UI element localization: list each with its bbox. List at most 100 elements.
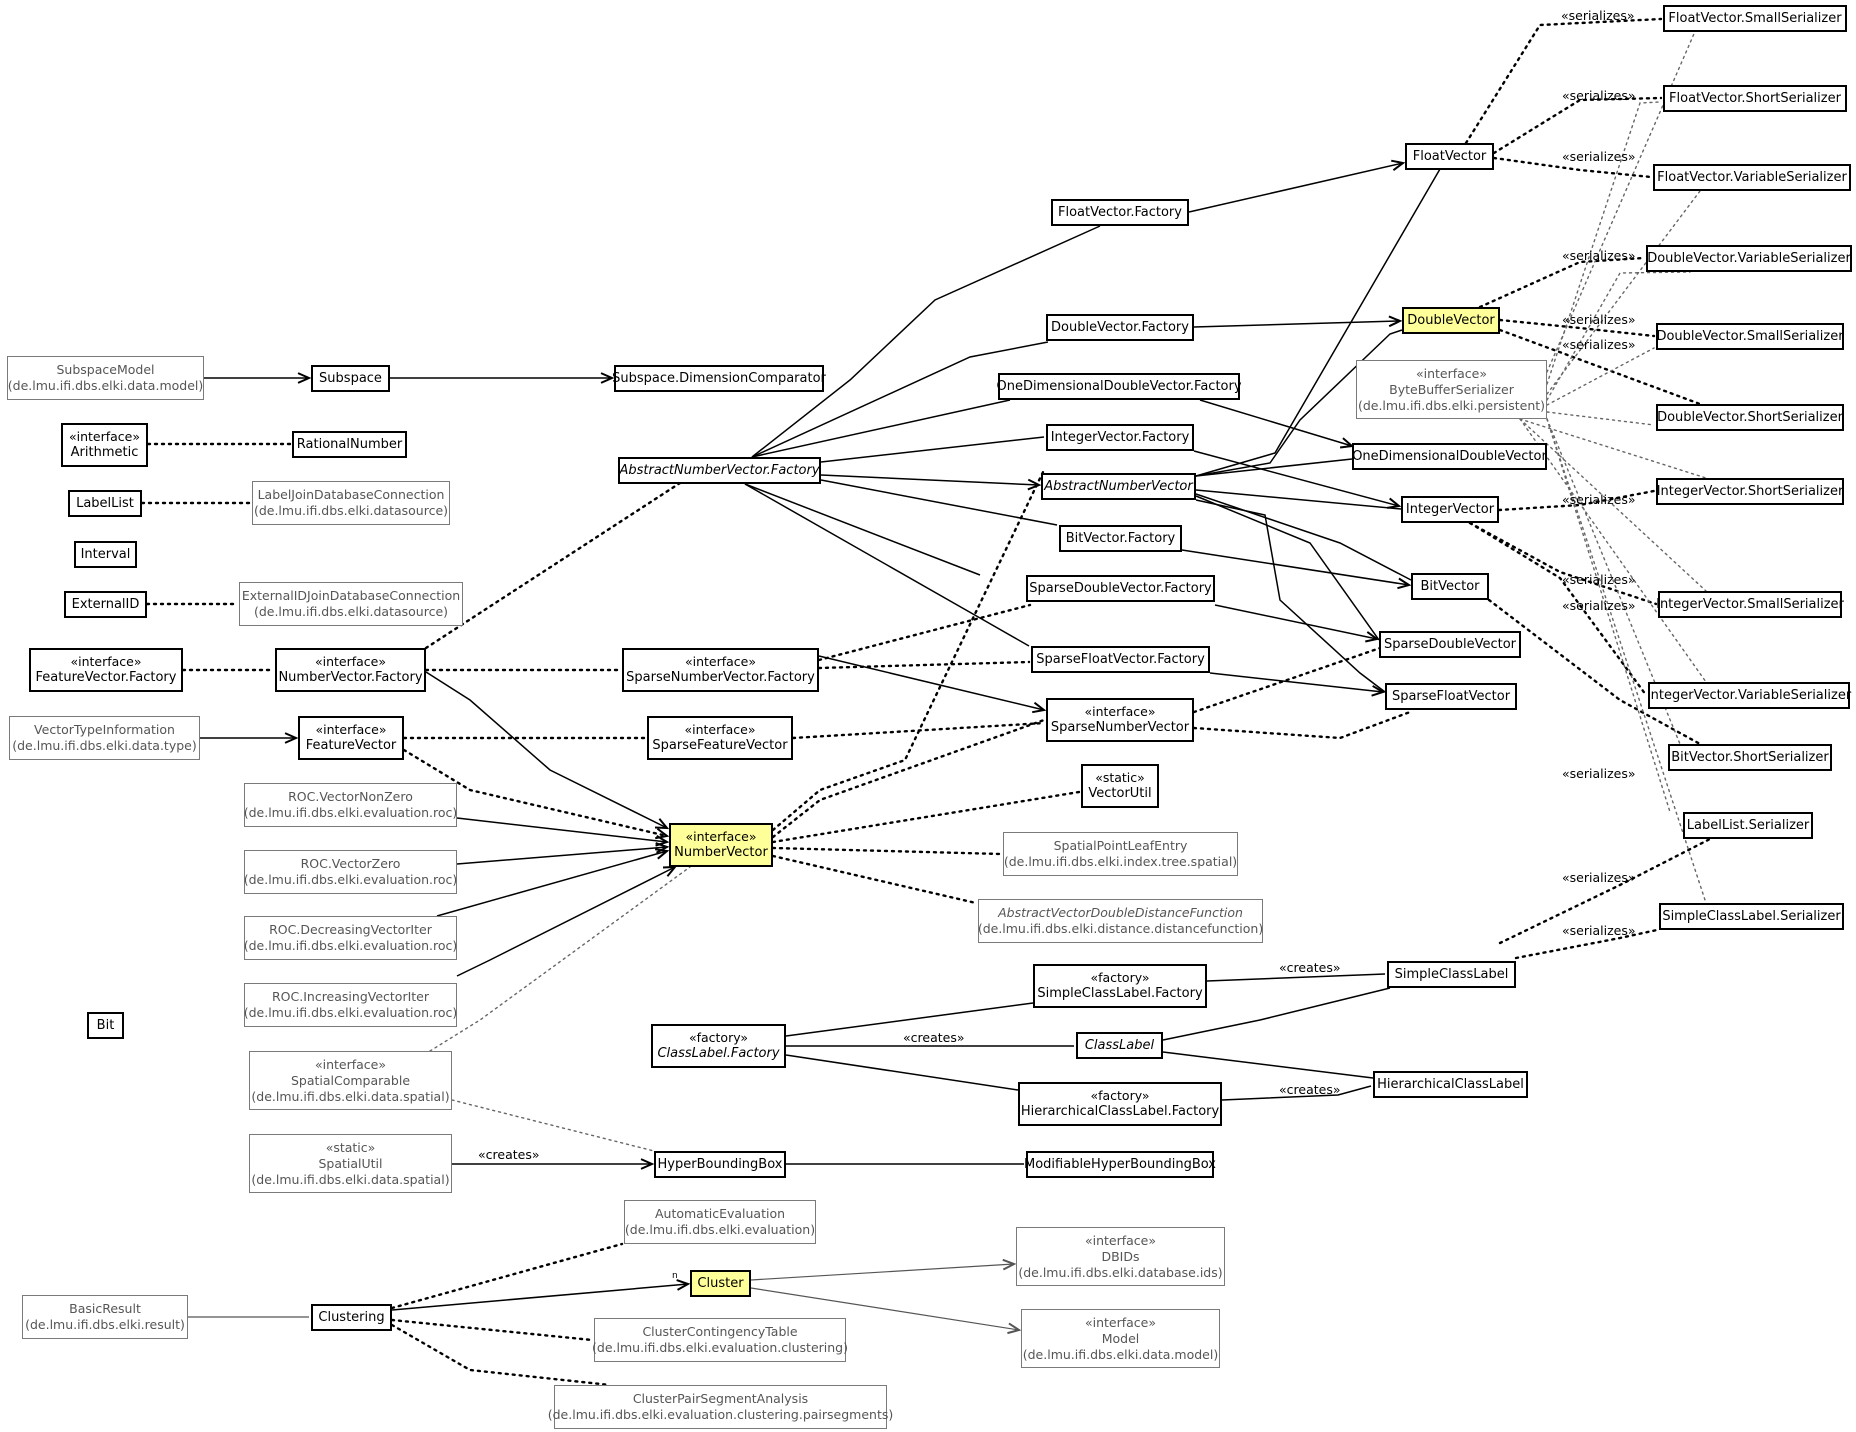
class-node-rocincreasing-vector-iter[interactable]: ROC.IncreasingVectorIter(de.lmu.ifi.dbs.… <box>244 983 457 1027</box>
edge-arrowhead <box>1391 159 1406 172</box>
edge <box>424 468 702 650</box>
class-node-label: DoubleVector.ShortSerializer <box>1657 409 1843 425</box>
class-node-label: «interface» <box>1415 365 1488 381</box>
class-node-hyper-bounding-box[interactable]: HyperBoundingBox <box>654 1151 786 1178</box>
class-node-spatial-point-leaf-entry[interactable]: SpatialPointLeafEntry(de.lmu.ifi.dbs.elk… <box>1003 832 1238 876</box>
class-node-feature-vector[interactable]: «interface»FeatureVector <box>298 716 404 760</box>
class-node-rocdecreasing-vector-iter[interactable]: ROC.DecreasingVectorIter(de.lmu.ifi.dbs.… <box>244 916 457 960</box>
class-node-sparse-double-vector-factory[interactable]: SparseDoubleVector.Factory <box>1026 575 1215 602</box>
edge <box>820 436 1045 463</box>
class-node-fvvar-ser[interactable]: FloatVector.VariableSerializer <box>1653 164 1851 191</box>
class-node-model[interactable]: «interface»Model(de.lmu.ifi.dbs.elki.dat… <box>1021 1309 1220 1368</box>
class-node-label: Clustering <box>318 1309 385 1325</box>
class-node-bit-vector-factory[interactable]: BitVector.Factory <box>1059 525 1182 552</box>
class-node-label: IntegerVector.ShortSerializer <box>1656 483 1844 499</box>
class-node-external-id[interactable]: ExternalID <box>64 591 147 618</box>
class-node-one-dim-double-vector[interactable]: OneDimensionalDoubleVector <box>1352 443 1547 470</box>
class-node-bit-vector[interactable]: BitVector <box>1411 573 1489 600</box>
class-node-float-vector-factory[interactable]: FloatVector.Factory <box>1051 199 1189 226</box>
class-node-automatic-evaluation[interactable]: AutomaticEvaluation(de.lmu.ifi.dbs.elki.… <box>624 1200 816 1244</box>
class-node-class-label[interactable]: ClassLabel <box>1076 1032 1163 1059</box>
class-node-label: «interface» <box>70 654 142 669</box>
class-node-float-vector[interactable]: FloatVector <box>1405 143 1494 170</box>
class-node-arithmetic[interactable]: «interface»Arithmetic <box>61 423 148 467</box>
class-node-basic-result[interactable]: BasicResult(de.lmu.ifi.dbs.elki.result) <box>22 1295 188 1339</box>
class-node-rocvector-zero[interactable]: ROC.VectorZero(de.lmu.ifi.dbs.elki.evalu… <box>244 850 457 894</box>
class-node-sparse-number-vector[interactable]: «interface»SparseNumberVector <box>1046 698 1194 742</box>
class-node-label: (de.lmu.ifi.dbs.elki.persistent) <box>1357 397 1546 413</box>
class-node-bit[interactable]: Bit <box>87 1012 124 1039</box>
class-node-ivvar-ser[interactable]: IntegerVector.VariableSerializer <box>1647 682 1851 709</box>
class-node-rocvector-non-zero[interactable]: ROC.VectorNonZero(de.lmu.ifi.dbs.elki.ev… <box>244 783 457 827</box>
class-node-one-dim-double-vector-factory[interactable]: OneDimensionalDoubleVector.Factory <box>996 373 1242 400</box>
edge <box>390 1318 594 1342</box>
class-node-label: «static» <box>1095 770 1145 785</box>
class-node-clustering[interactable]: Clustering <box>311 1304 392 1331</box>
class-node-subspace-dim-comp[interactable]: Subspace.DimensionComparator <box>612 365 826 392</box>
class-node-hierarchical-class-label-factory[interactable]: «factory»HierarchicalClassLabel.Factory <box>1018 1082 1222 1126</box>
class-node-label: (de.lmu.ifi.dbs.elki.evaluation.clusteri… <box>592 1340 848 1355</box>
class-node-abstract-number-vector-factory[interactable]: AbstractNumberVector.Factory <box>618 457 821 484</box>
class-node-sparse-feature-vector[interactable]: «interface»SparseFeatureVector <box>647 716 793 760</box>
class-node-number-vector[interactable]: «interface»NumberVector <box>669 823 773 867</box>
class-node-label: OneDimensionalDoubleVector.Factory <box>996 378 1242 394</box>
class-node-integer-vector-factory[interactable]: IntegerVector.Factory <box>1046 424 1194 451</box>
class-node-cluster[interactable]: Cluster <box>690 1270 751 1297</box>
class-node-number-vector-factory[interactable]: «interface»NumberVector.Factory <box>275 648 426 692</box>
class-node-label: HyperBoundingBox <box>657 1156 783 1172</box>
class-node-bvshort-ser[interactable]: BitVector.ShortSerializer <box>1668 744 1832 771</box>
class-node-dvvar-ser[interactable]: DoubleVector.VariableSerializer <box>1646 245 1852 272</box>
class-node-label: (de.lmu.ifi.dbs.elki.evaluation) <box>624 1222 816 1237</box>
edge <box>785 1054 1019 1091</box>
edge <box>1519 418 1707 592</box>
edge <box>785 1002 1034 1037</box>
class-node-modifiable-hyper-bounding-box[interactable]: ModifiableHyperBoundingBox <box>1024 1151 1216 1178</box>
class-node-rational-number[interactable]: RationalNumber <box>292 431 407 458</box>
class-node-ivsmall-ser[interactable]: IntegerVector.SmallSerializer <box>1656 591 1844 618</box>
class-node-double-vector[interactable]: DoubleVector <box>1402 307 1500 334</box>
class-node-fvshort-ser[interactable]: FloatVector.ShortSerializer <box>1663 85 1847 112</box>
class-node-class-label-factory[interactable]: «factory»ClassLabel.Factory <box>651 1024 786 1068</box>
class-node-vector-type-information[interactable]: VectorTypeInformation(de.lmu.ifi.dbs.elk… <box>9 716 200 760</box>
edge <box>1195 495 1380 641</box>
class-node-dvsmall-ser[interactable]: DoubleVector.SmallSerializer <box>1656 323 1844 350</box>
class-node-subspace-model[interactable]: SubspaceModel(de.lmu.ifi.dbs.elki.data.m… <box>7 356 204 400</box>
class-node-abstract-vector-ddf[interactable]: AbstractVectorDoubleDistanceFunction(de.… <box>978 899 1263 943</box>
class-node-abstract-number-vector[interactable]: AbstractNumberVector <box>1041 473 1196 500</box>
class-node-sparse-double-vector[interactable]: SparseDoubleVector <box>1379 631 1521 658</box>
class-node-label-list-ser[interactable]: LabelList.Serializer <box>1683 812 1813 839</box>
class-node-dbids[interactable]: «interface»DBIDs(de.lmu.ifi.dbs.elki.dat… <box>1016 1227 1225 1286</box>
edge <box>402 748 669 838</box>
class-node-label-list[interactable]: LabelList <box>68 490 142 517</box>
class-node-external-idjoin-dbconn[interactable]: ExternalIDJoinDatabaseConnection(de.lmu.… <box>239 582 463 626</box>
class-node-cluster-pair-segment-analysis[interactable]: ClusterPairSegmentAnalysis(de.lmu.ifi.db… <box>548 1385 893 1429</box>
edge-label-serializes: «serializes» <box>1562 598 1636 613</box>
class-node-vector-util[interactable]: «static»VectorUtil <box>1081 764 1159 808</box>
class-node-fvsmall-ser[interactable]: FloatVector.SmallSerializer <box>1663 5 1847 32</box>
class-node-label: ROC.DecreasingVectorIter <box>269 922 432 937</box>
class-node-feature-vector-factory[interactable]: «interface»FeatureVector.Factory <box>29 648 183 692</box>
edge <box>1497 489 1656 512</box>
class-node-sparse-float-vector-factory[interactable]: SparseFloatVector.Factory <box>1031 646 1210 673</box>
class-node-sclser[interactable]: SimpleClassLabel.Serializer <box>1659 903 1844 930</box>
class-node-dvshort-ser[interactable]: DoubleVector.ShortSerializer <box>1656 404 1844 431</box>
edge <box>1546 190 1701 395</box>
edge-label-serializes: «serializes» <box>1562 149 1636 164</box>
class-node-simple-class-label[interactable]: SimpleClassLabel <box>1387 961 1516 988</box>
class-node-double-vector-factory[interactable]: DoubleVector.Factory <box>1046 314 1194 341</box>
edge <box>1487 598 1702 746</box>
class-node-simple-class-label-factory[interactable]: «factory»SimpleClassLabel.Factory <box>1033 964 1207 1008</box>
class-node-ivshort-ser[interactable]: IntegerVector.ShortSerializer <box>1656 478 1844 505</box>
class-node-sparse-number-vector-factory[interactable]: «interface»SparseNumberVector.Factory <box>622 648 819 692</box>
class-node-subspace[interactable]: Subspace <box>311 365 390 392</box>
class-node-integer-vector[interactable]: IntegerVector <box>1401 496 1499 523</box>
class-node-spatial-util[interactable]: «static»SpatialUtil(de.lmu.ifi.dbs.elki.… <box>249 1134 452 1193</box>
class-node-interval[interactable]: Interval <box>74 541 137 568</box>
class-node-label: IntegerVector.Factory <box>1050 429 1190 445</box>
class-node-hierarchical-class-label[interactable]: HierarchicalClassLabel <box>1373 1071 1528 1098</box>
class-node-label-join-dbconn[interactable]: LabelJoinDatabaseConnection(de.lmu.ifi.d… <box>252 481 450 525</box>
class-node-sparse-float-vector[interactable]: SparseFloatVector <box>1385 683 1517 710</box>
class-node-byte-buffer-serializer[interactable]: «interface»ByteBufferSerializer(de.lmu.i… <box>1356 360 1547 419</box>
class-node-cluster-contingency-table[interactable]: ClusterContingencyTable(de.lmu.ifi.dbs.e… <box>592 1318 848 1362</box>
class-node-spatial-comparable[interactable]: «interface»SpatialComparable(de.lmu.ifi.… <box>249 1051 452 1110</box>
